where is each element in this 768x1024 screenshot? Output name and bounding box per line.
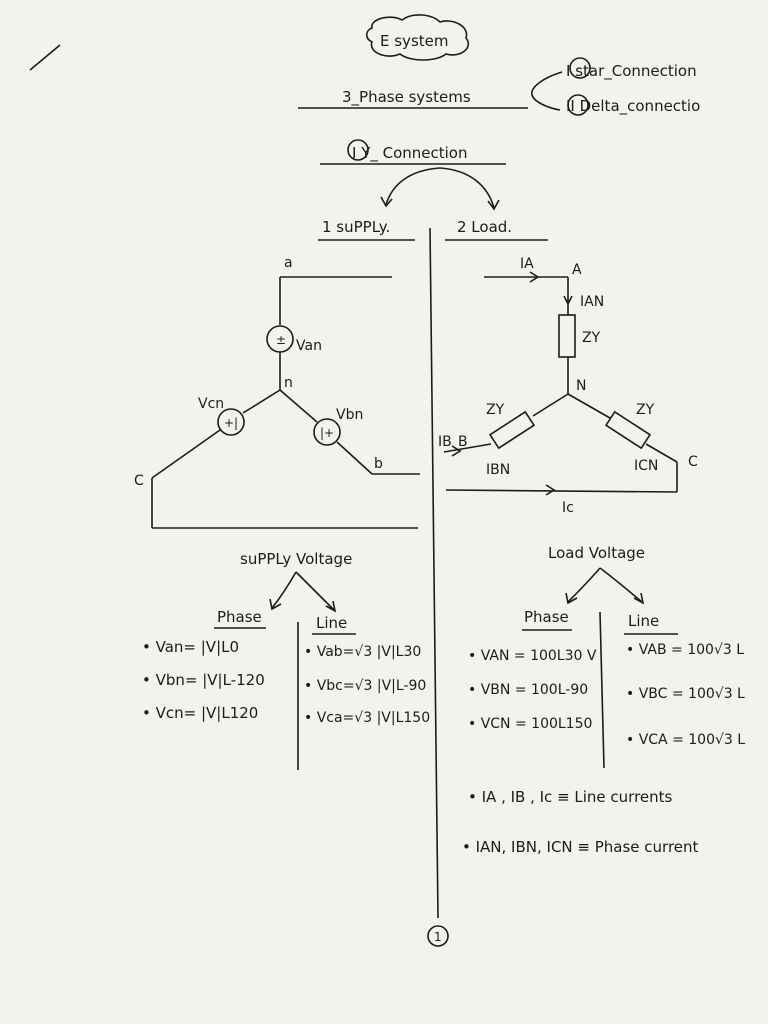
i-an: IAN [580, 294, 604, 310]
zy-2: ZY [486, 402, 505, 418]
type-1: I star_Connection [566, 62, 697, 81]
i-a: IA [520, 256, 534, 272]
load-line-head: Line [628, 612, 659, 630]
node-A: A [572, 262, 582, 278]
load-line-1: • VAB = 100√3 L [626, 642, 744, 658]
title-cloud [365, 14, 470, 61]
load-phase-head: Phase [524, 608, 569, 626]
sv-arrow-right [295, 571, 335, 611]
lv-arrow-right [599, 567, 643, 603]
sv-arrowhead-right [325, 600, 337, 613]
i-bn: IBN [486, 462, 510, 478]
section-heading: I Y_ Connection [352, 144, 468, 163]
node-n: n [284, 375, 293, 391]
supply-phase-head: Phase [217, 608, 262, 626]
arrow-right [439, 167, 495, 209]
src-an-label: Van [296, 338, 322, 354]
load-phase-3: • VCN = 100L150 [468, 716, 592, 732]
node-C: C [688, 454, 698, 470]
i-cn: ICN [634, 458, 658, 474]
supply-voltage-title: suPPLy Voltage [240, 550, 352, 568]
src-an-sign: ± [276, 333, 286, 347]
type-2-circle [567, 94, 589, 116]
supply-phase-2: • Vbn= |V|L-120 [142, 671, 265, 689]
page-number-circle [427, 925, 449, 947]
node-b: b [374, 456, 383, 472]
src-cn-label: Vcn [198, 396, 224, 412]
i-c: Ic [562, 500, 574, 516]
load-voltage-title: Load Voltage [548, 544, 645, 562]
zy-1: ZY [582, 330, 601, 346]
lv-arrow-left [567, 567, 601, 603]
header-title: E system [380, 32, 448, 50]
arrow-left [385, 167, 441, 206]
src-cn-sign: +| [224, 416, 238, 430]
sv-arrow-left [271, 571, 297, 609]
load-phase-1: • VAN = 100L30 V [468, 648, 597, 664]
lv-arrowhead-left [565, 592, 578, 605]
pen-mark [29, 44, 61, 71]
supply-phase-1: • Van= |V|L0 [142, 638, 239, 656]
load-table-divider [599, 611, 605, 769]
type-1-circle [569, 57, 591, 79]
node-a: a [284, 255, 293, 271]
node-N: N [576, 378, 586, 394]
sv-arrowhead-left [269, 598, 282, 611]
load-phase-2: • VBN = 100L-90 [468, 682, 588, 698]
src-bn-label: Vbn [336, 407, 363, 423]
page-divider [429, 227, 439, 919]
types-brace [531, 71, 563, 111]
supply-line-head: Line [316, 614, 347, 632]
arrowhead-left [380, 196, 393, 208]
node-c: C [134, 473, 144, 489]
supply-line-3: • Vca=√3 |V|L150 [304, 710, 430, 726]
supply-line-2: • Vbc=√3 |V|L-90 [304, 678, 426, 694]
heading-circle [347, 139, 369, 161]
supply-y-circuit [151, 276, 420, 529]
load-line-3: • VCA = 100√3 L [626, 732, 745, 748]
load-line-2: • VBC = 100√3 L [626, 686, 745, 702]
arrowhead-right [487, 199, 500, 211]
note-line-currents: • IA , IB , Ic ≡ Line currents [468, 788, 673, 806]
supply-label: 1 suPPLy. [322, 218, 390, 236]
page-number: 1 [434, 930, 442, 944]
note-phase-currents: • IAN, IBN, ICN ≡ Phase current [462, 838, 699, 856]
zy-3: ZY [636, 402, 655, 418]
node-B: B [458, 434, 468, 450]
lv-arrowhead-right [633, 592, 645, 605]
src-bn-sign: |+ [320, 426, 334, 440]
load-label: 2 Load. [457, 218, 512, 236]
load-y-circuit [443, 271, 678, 496]
header-subject: 3_Phase systems [342, 88, 471, 107]
supply-line-1: • Vab=√3 |V|L30 [304, 644, 421, 660]
supply-phase-3: • Vcn= |V|L120 [142, 704, 258, 722]
type-2: II Delta_connectio [566, 97, 700, 116]
i-b: IB [438, 434, 452, 450]
